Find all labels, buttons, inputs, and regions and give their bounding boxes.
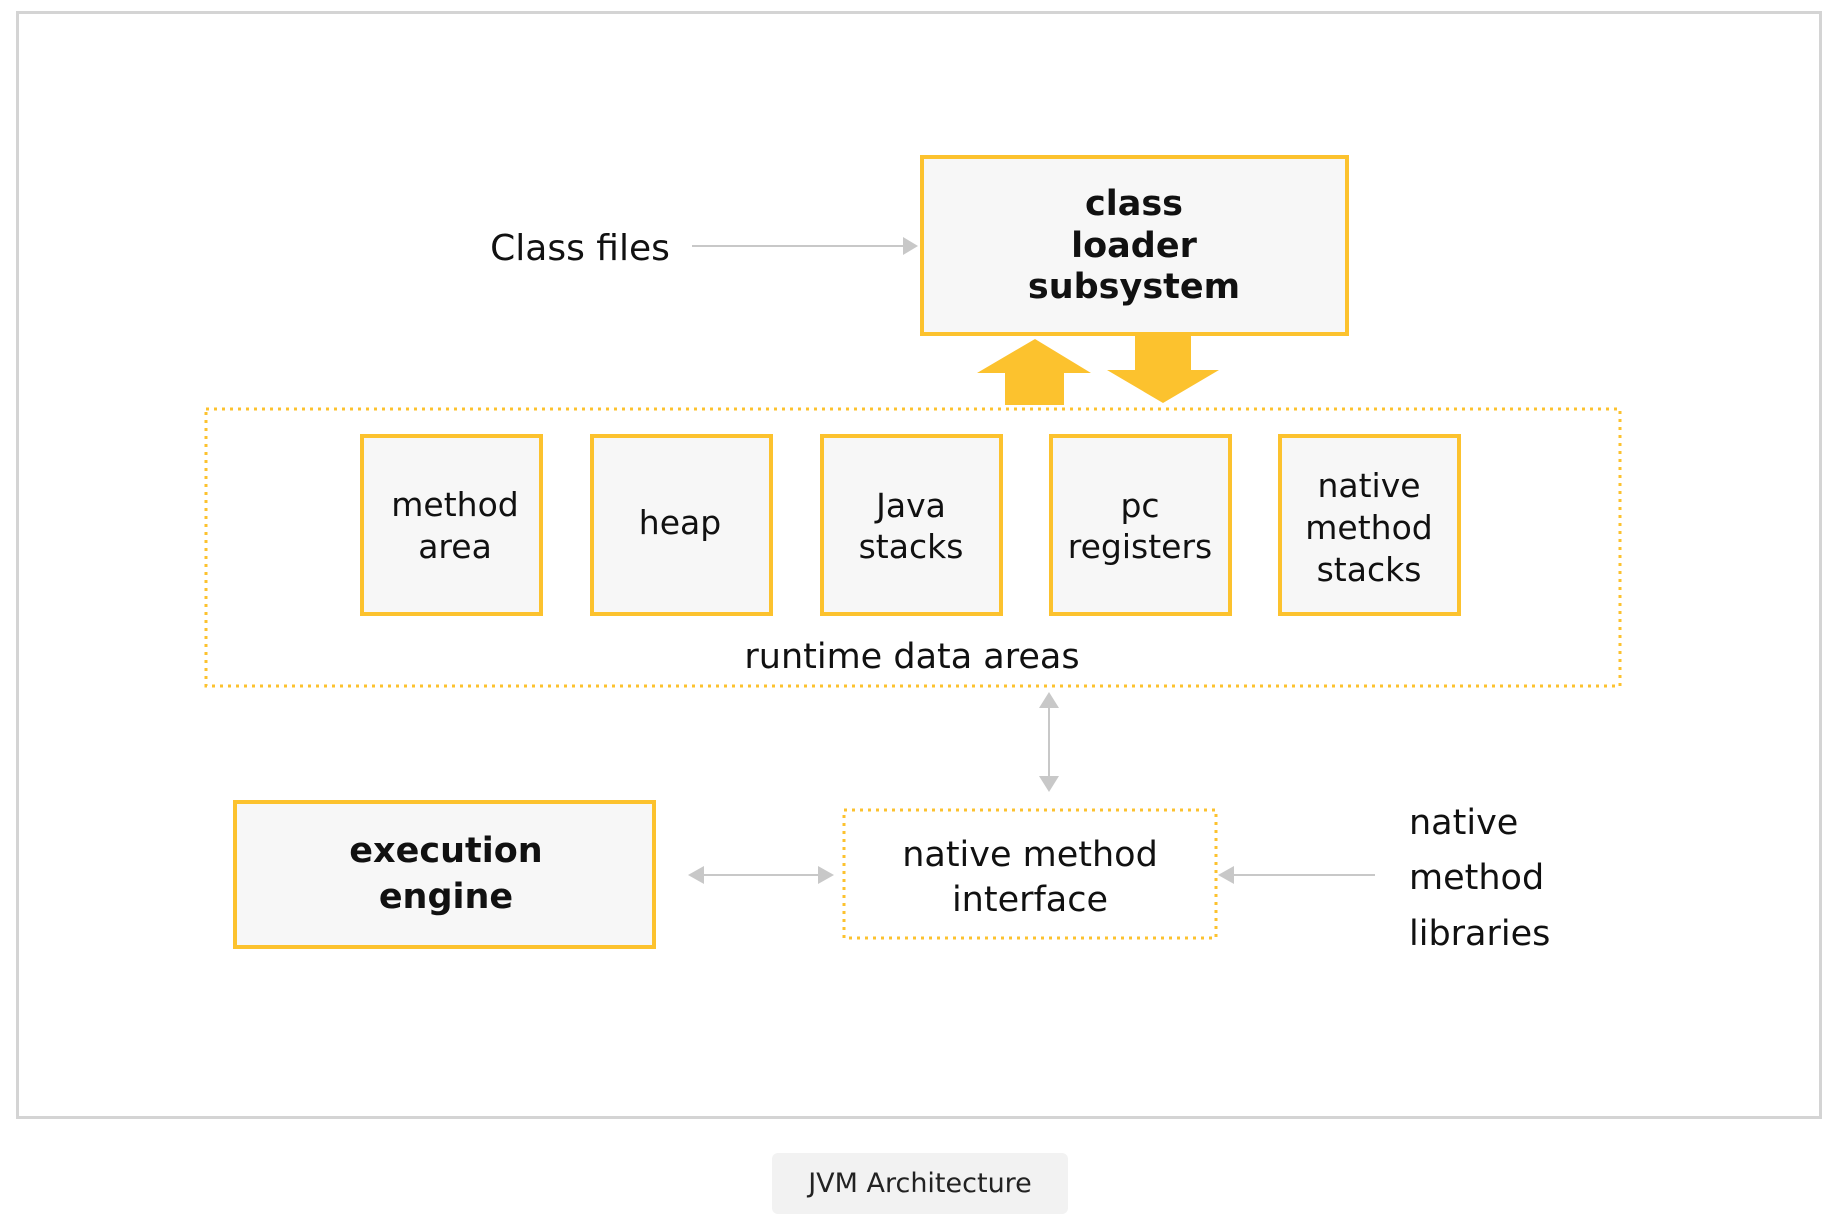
runtime-data-areas-label: runtime data areas	[744, 637, 1079, 677]
execution-engine-line-1: execution	[349, 831, 542, 871]
heap-box	[590, 434, 773, 616]
arrow-right-icon	[818, 866, 834, 884]
native-method-interface-box	[842, 808, 1218, 940]
native-method-libraries-line-1: native	[1409, 803, 1518, 843]
pc-registers-box	[1049, 434, 1232, 616]
method-area-line-1: method	[391, 485, 518, 524]
java-stacks-line-2: stacks	[859, 527, 964, 566]
class-files-arrowhead	[903, 237, 918, 255]
native-method-libraries-line-3: libraries	[1409, 914, 1550, 954]
execution-engine-line-2: engine	[379, 877, 513, 917]
pc-registers-line-1: pc	[1120, 486, 1159, 525]
native-method-interface-line-2: interface	[952, 880, 1108, 920]
java-stacks-line-1: Java	[874, 486, 946, 525]
runtime-data-areas-container	[204, 407, 1622, 688]
heap-label: heap	[639, 503, 721, 542]
class-loader-line-3: subsystem	[1028, 267, 1240, 307]
class-loader-box	[920, 155, 1349, 336]
arrow-left-icon	[688, 866, 704, 884]
method-area-box	[360, 434, 543, 616]
down-arrow-icon	[1107, 336, 1219, 403]
native-method-stacks-line-2: method	[1305, 508, 1432, 547]
class-loader-line-2: loader	[1071, 226, 1197, 266]
arrow-left-libraries-icon	[1218, 866, 1234, 884]
arrow-up-icon	[1039, 692, 1059, 708]
java-stacks-box	[820, 434, 1003, 616]
class-loader-line-1: class	[1085, 184, 1183, 224]
method-area-line-2: area	[418, 527, 492, 566]
figure-caption: JVM Architecture	[772, 1153, 1068, 1214]
arrow-down-icon	[1039, 776, 1059, 792]
native-method-stacks-line-3: stacks	[1317, 550, 1422, 589]
native-method-stacks-line-1: native	[1317, 466, 1420, 505]
native-method-libraries-line-2: method	[1409, 858, 1544, 898]
native-method-stacks-box	[1278, 434, 1461, 616]
native-method-interface-line-1: native method	[902, 835, 1158, 875]
pc-registers-line-2: registers	[1068, 527, 1212, 566]
class-files-label: Class files	[490, 228, 670, 269]
execution-engine-box	[233, 800, 656, 949]
up-arrow-icon	[977, 339, 1091, 405]
